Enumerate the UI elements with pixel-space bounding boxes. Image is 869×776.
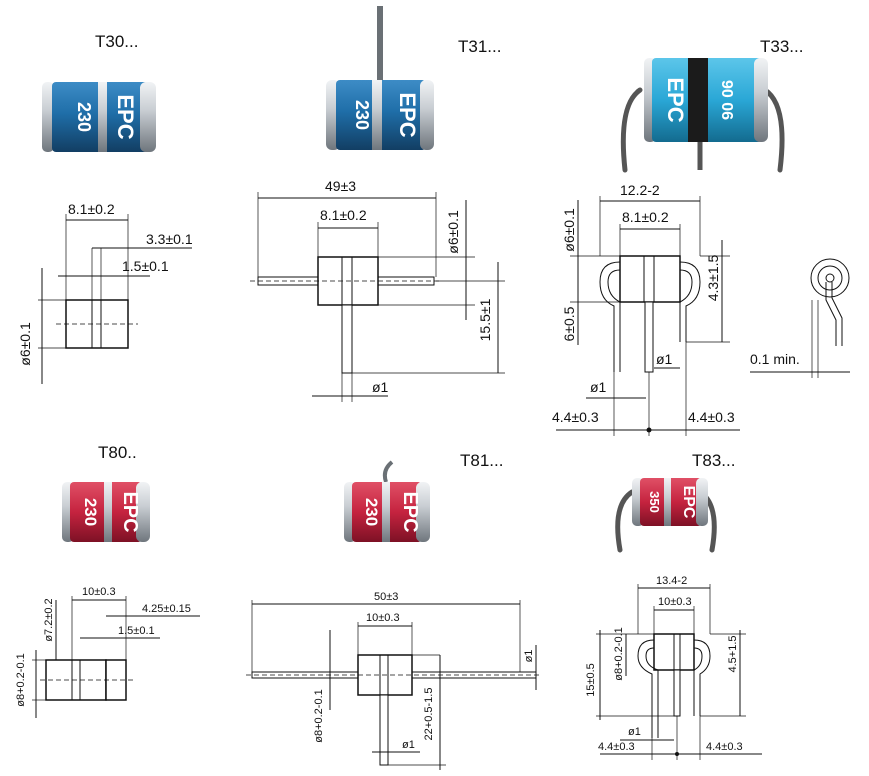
t31-drawing (250, 192, 505, 402)
t81-drawing (246, 600, 540, 770)
t31-dim-diameter: ø6±0.1 (445, 210, 461, 254)
t31-title: T31... (458, 37, 501, 56)
t30-mark-230: 230 (74, 102, 94, 132)
t81-mark-brand: EPC (399, 491, 421, 532)
t31-mark-brand: EPC (395, 92, 420, 137)
t81-dim-diameter: ø8+0.2-0.1 (313, 689, 325, 743)
t81-dim-axial-lead-diameter: ø1 (523, 650, 535, 663)
t81-dim-lead-diameter: ø1 (402, 739, 415, 751)
t83-mark-brand: EPC (680, 486, 697, 519)
t80-photo: 230 EPC (62, 482, 150, 542)
t30-dim-length: 8.1±0.2 (68, 201, 115, 217)
t33-title: T33... (760, 37, 803, 56)
t33-photo: EPC 90 06 (620, 58, 785, 173)
t30-photo: 230 EPC (42, 82, 156, 152)
t80-mark-230: 230 (81, 498, 100, 526)
t80-dim-gap: 1.5±0.1 (118, 625, 155, 637)
t83-dim-height: 15±0.5 (585, 663, 597, 697)
t83-mark-350: 350 (647, 491, 662, 513)
t81-dim-overall-length: 50±3 (374, 591, 398, 603)
t80-dim-length: 10±0.3 (82, 586, 116, 598)
t80-title: T80.. (98, 443, 137, 462)
t33-dim-pitch-right: 4.4±0.3 (688, 409, 735, 425)
t33-dim-bend-offset: 4.3±1.5 (705, 254, 721, 301)
t30-title: T30... (95, 32, 138, 51)
t83-drawing (596, 584, 762, 760)
t33-dim-pitch-left: 4.4±0.3 (552, 409, 599, 425)
t81-dim-lead-height: 22+0.5-1.5 (423, 688, 435, 741)
t33-dim-lead-drop: 6±0.5 (561, 306, 577, 341)
t83-dim-diameter: ø8+0.2-0.1 (613, 627, 625, 681)
t33-mark-code: 90 06 (718, 80, 735, 120)
t33-mark-brand: EPC (663, 77, 688, 122)
t31-photo: 230 EPC (252, 6, 486, 150)
t80-dim-diameter: ø8+0.2-0.1 (15, 653, 27, 707)
t83-dim-body-length: 10±0.3 (658, 596, 692, 608)
t30-mark-brand: EPC (113, 94, 138, 139)
t33-dim-diameter: ø6±0.1 (561, 208, 577, 252)
t83-dim-lead-span: 13.4-2 (656, 575, 687, 587)
t33-dim-lead-span: 12.2-2 (620, 182, 660, 198)
t31-dim-lead-height: 15.5±1 (477, 298, 493, 341)
t33-drawing (556, 196, 740, 436)
t81-title: T81... (460, 451, 503, 470)
t81-dim-body-length: 10±0.3 (366, 612, 400, 624)
t30-drawing (38, 214, 192, 384)
t83-photo: 350 EPC (615, 478, 717, 553)
t33-side-view (750, 258, 850, 378)
t80-dim-inner-diameter: ø7.2±0.2 (43, 598, 55, 641)
t81-photo: 230 EPC (258, 460, 530, 542)
t80-mark-brand: EPC (119, 491, 141, 532)
t31-dim-body-length: 8.1±0.2 (320, 207, 367, 223)
t33-dim-body-length: 8.1±0.2 (622, 209, 669, 225)
t33-dim-center-lead-diameter: ø1 (656, 351, 673, 367)
t31-dim-overall-length: 49±3 (325, 178, 356, 194)
t83-dim-bend-offset: 4.5+1.5 (727, 635, 739, 672)
t83-title: T83... (692, 451, 735, 470)
t30-dim-cap-width: 3.3±0.1 (146, 231, 193, 247)
t83-dim-pitch-right: 4.4±0.3 (706, 741, 743, 753)
t30-dim-diameter: ø6±0.1 (17, 322, 33, 366)
t80-dim-cap-width: 4.25±0.15 (142, 603, 191, 615)
t80-drawing (32, 596, 200, 718)
t30-dim-gap: 1.5±0.1 (122, 258, 169, 274)
t33-dim-min-gap: 0.1 min. (750, 351, 800, 367)
t31-dim-lead-diameter: ø1 (372, 379, 389, 395)
t31-mark-230: 230 (352, 100, 372, 130)
t83-dim-pitch-left: 4.4±0.3 (598, 741, 635, 753)
t81-mark-230: 230 (362, 498, 381, 526)
t83-dim-lead-diameter: ø1 (628, 726, 641, 738)
t33-dim-side-lead-diameter: ø1 (590, 379, 607, 395)
